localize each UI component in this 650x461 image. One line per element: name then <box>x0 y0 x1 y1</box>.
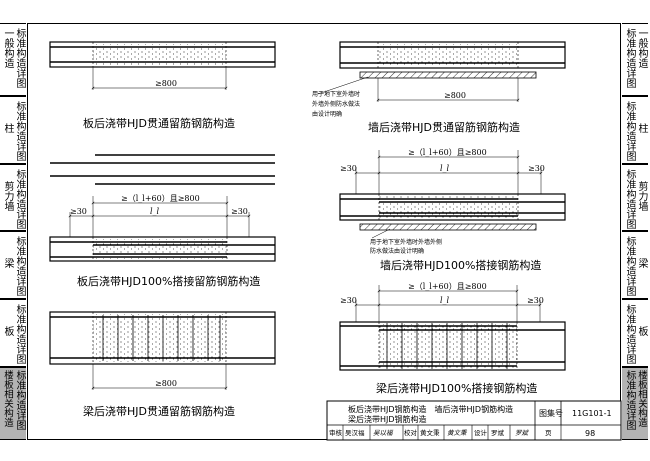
left-tab-general-section: 标准构造详图 <box>14 28 25 88</box>
right-tab-beam[interactable]: 标准构造详图 梁 <box>622 231 648 299</box>
caption-wall-lap: 墙后浇带HJD100%搭接钢筋构造 <box>380 258 541 272</box>
left-tab-slab-section: 标准构造详图 <box>14 304 25 364</box>
pour-strip-concrete <box>93 44 226 65</box>
note-line-1: 用于地下室外墙时 <box>312 90 360 98</box>
detail-beam-through: ≥800 梁后浇带HJD贯通留筋钢筋构造 <box>49 311 276 418</box>
left-tab-shear-wall-section: 标准构造详图 <box>14 169 25 229</box>
dim-width-label: ≥800 <box>155 379 177 388</box>
caption-slab-through: 板后浇带HJD贯通留筋钢筋构造 <box>83 116 235 130</box>
left-tab-slab-label: 板 <box>2 326 13 336</box>
detail-slab-through: ≥800 板后浇带HJD贯通留筋钢筋构造 <box>49 41 276 130</box>
right-tab-slab-section: 标准构造详图 <box>624 304 635 364</box>
dim-side-right-label: ≥30 <box>527 296 544 305</box>
detail-wall-through: ≥800 用于地下室外墙时 外墙外侧防水做法 由设计明确 墙后浇带HJD贯通留筋… <box>312 41 566 134</box>
dim-lap-label: l_l <box>440 296 450 305</box>
detail-beam-lap: ≥（l_l+60）且≥800 l_l ≥30 ≥30 梁后浇带HJD100%搭接… <box>339 282 566 395</box>
right-tab-shear-wall-section: 标准构造详图 <box>624 169 635 229</box>
caption-beam-lap: 梁后浇带HJD100%搭接钢筋构造 <box>376 381 537 395</box>
right-tab-shear-wall[interactable]: 标准构造详图 剪力墙 <box>622 164 648 231</box>
waterproof-layer <box>359 71 537 79</box>
beam-stirrups-left <box>102 315 221 361</box>
left-tab-shear-wall-label: 剪力墙 <box>2 181 13 211</box>
right-tab-floor-related-label: 楼板相关构造 <box>636 370 647 427</box>
caption-wall-through: 墙后浇带HJD贯通留筋钢筋构造 <box>368 120 520 134</box>
beam-stirrups-lap <box>386 323 508 369</box>
design-label: 设计 <box>474 428 488 437</box>
atlas-number: 11G101-1 <box>572 409 612 418</box>
left-tab-column-label: 柱 <box>2 123 13 133</box>
checker-signature: 黄文秉 <box>447 429 468 437</box>
dim-total-label: ≥（l_l+60）且≥800 <box>408 148 487 157</box>
waterproof-layer <box>359 223 537 231</box>
dim-lap-label: l_l <box>150 207 160 216</box>
left-tab-floor-related-section: 标准构造详图 <box>14 370 25 430</box>
page-number: 98 <box>585 429 595 438</box>
dim-total-label: ≥（l_l+60）且≥800 <box>408 282 487 291</box>
page-label: 页 <box>545 429 552 437</box>
dim-total-label: ≥（l_l+60）且≥800 <box>121 194 200 203</box>
left-tab-general[interactable]: 一般构造 标准构造详图 <box>0 23 26 96</box>
left-tab-beam[interactable]: 梁 标准构造详图 <box>0 231 26 299</box>
note-line-2: 外墙外侧防水做法 <box>312 100 360 108</box>
left-tab-general-label: 一般构造 <box>2 28 13 68</box>
pour-strip-concrete <box>378 44 518 66</box>
right-tab-slab-label: 板 <box>636 326 647 336</box>
checker-name: 黄文秉 <box>420 428 440 437</box>
title-line-1: 板后浇带HJD钢筋构造 墙后浇带HJD钢筋构造 <box>348 404 513 414</box>
detail-wall-lap: ≥（l_l+60）且≥800 l_l ≥30 ≥30 用于地下室外墙时外墙外侧 … <box>339 148 566 272</box>
left-tab-slab[interactable]: 板 标准构造详图 <box>0 299 26 367</box>
right-tab-floor-related[interactable]: 标准构造详图 楼板相关构造 <box>622 367 648 440</box>
right-tab-general[interactable]: 标准构造详图 一般构造 <box>622 23 648 96</box>
left-tab-beam-label: 梁 <box>2 258 13 268</box>
dim-lap-label: l_l <box>440 164 450 173</box>
right-tab-beam-section: 标准构造详图 <box>624 236 635 296</box>
right-tab-general-section: 标准构造详图 <box>624 28 635 88</box>
right-tab-floor-related-section: 标准构造详图 <box>624 370 635 430</box>
note-leader <box>317 76 369 95</box>
caption-slab-lap: 板后浇带HJD100%搭接留筋钢筋构造 <box>77 274 260 288</box>
dim-side-left-label: ≥30 <box>340 296 357 305</box>
dim-side-right-label: ≥30 <box>528 164 545 173</box>
caption-beam-through: 梁后浇带HJD贯通留筋钢筋构造 <box>83 404 235 418</box>
atlas-label: 图集号 <box>539 408 563 418</box>
right-tab-column-label: 柱 <box>636 123 647 133</box>
note-line-1: 用于地下室外墙时外墙外侧 <box>370 238 442 246</box>
left-tab-column[interactable]: 柱 标准构造详图 <box>0 96 26 164</box>
dim-width-label: ≥800 <box>444 91 466 100</box>
dim-width-label: ≥800 <box>155 79 177 88</box>
reviewer-signature: 吴以福 <box>373 429 394 437</box>
designer-signature: 罗斌 <box>515 429 530 437</box>
left-tab-column-section: 标准构造详图 <box>14 101 25 161</box>
left-tab-shear-wall[interactable]: 剪力墙 标准构造详图 <box>0 164 26 231</box>
drawing-frame <box>27 23 621 440</box>
detail-slab-lap: ≥（l_l+60）且≥800 l_l ≥30 ≥30 板后浇带HJD100%搭接… <box>49 154 276 288</box>
right-tab-slab[interactable]: 标准构造详图 板 <box>622 299 648 367</box>
review-label: 审核 <box>329 428 343 437</box>
dim-side-right-label: ≥30 <box>231 207 248 216</box>
note-line-2: 防水做法由设计明确 <box>370 247 424 255</box>
dim-side-left-label: ≥30 <box>340 164 357 173</box>
right-tab-general-label: 一般构造 <box>636 28 647 68</box>
note-leader <box>371 228 391 239</box>
right-tab-column-section: 标准构造详图 <box>624 101 635 161</box>
left-tab-floor-related-label: 楼板相关构造 <box>2 370 13 427</box>
title-line-2: 梁后浇带HJD钢筋构造 <box>348 414 427 424</box>
right-tab-beam-label: 梁 <box>636 258 647 268</box>
note-line-3: 由设计明确 <box>312 110 342 118</box>
left-tab-beam-section: 标准构造详图 <box>14 236 25 296</box>
reviewer-name: 吴汉福 <box>345 428 365 437</box>
left-tab-floor-related[interactable]: 楼板相关构造 标准构造详图 <box>0 367 26 440</box>
dim-side-left-label: ≥30 <box>70 207 87 216</box>
check-label: 校对 <box>404 428 418 437</box>
title-block: 板后浇带HJD钢筋构造 墙后浇带HJD钢筋构造 梁后浇带HJD钢筋构造 图集号 … <box>326 400 622 441</box>
designer-name: 罗斌 <box>491 428 505 437</box>
right-tab-shear-wall-label: 剪力墙 <box>636 181 647 211</box>
right-tab-column[interactable]: 标准构造详图 柱 <box>622 96 648 164</box>
